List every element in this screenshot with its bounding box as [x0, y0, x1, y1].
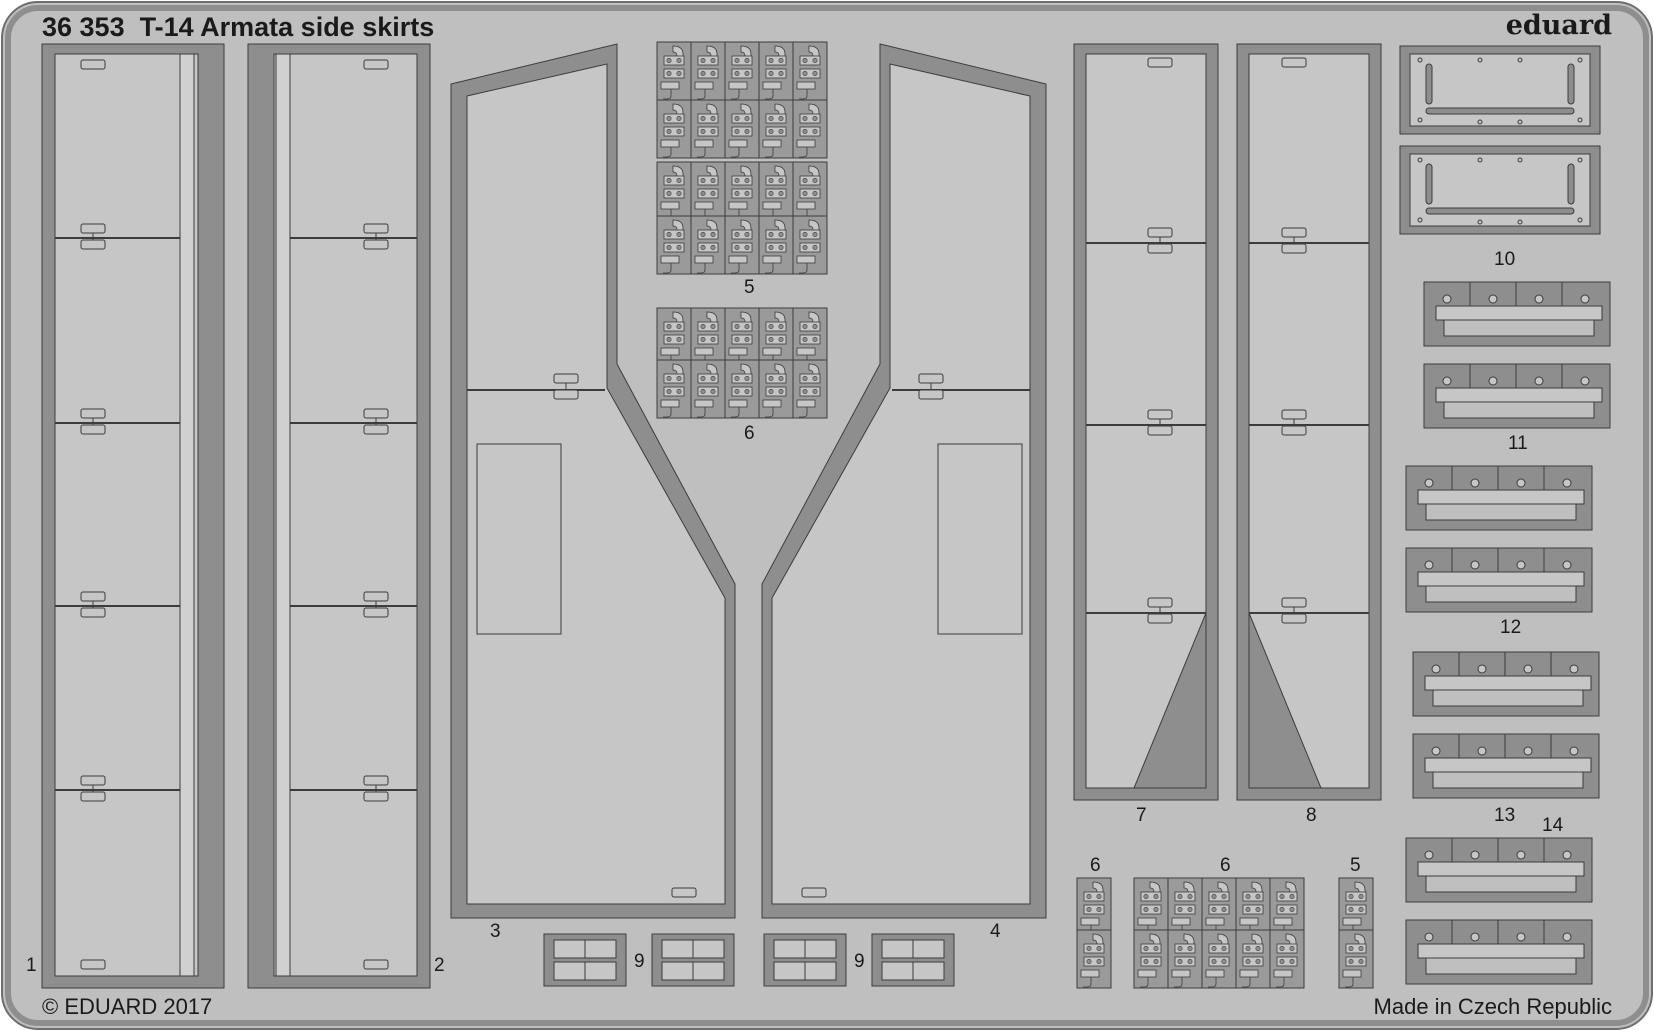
part-label-10: 10 [1494, 249, 1516, 270]
part-label-9-left: 9 [634, 951, 645, 972]
part-label-2: 2 [434, 955, 445, 976]
set-code: 36 353 [42, 12, 125, 42]
part-label-13: 13 [1494, 805, 1516, 826]
part-8-skirt [1236, 43, 1382, 801]
part-6-small-hinges [1076, 877, 1112, 989]
part-label-8: 8 [1306, 805, 1317, 826]
part-label-3: 3 [490, 921, 501, 942]
part-label-7: 7 [1136, 805, 1147, 826]
part-label-11: 11 [1508, 433, 1528, 454]
part-1-skirt [41, 43, 225, 989]
part-5-small-hinges [1338, 877, 1374, 989]
part-label-14: 14 [1542, 815, 1564, 836]
part-6-hinges [656, 307, 828, 419]
part-3-skirt [450, 43, 736, 919]
part-label-5-small: 5 [1350, 855, 1361, 876]
part-label-6-mid: 6 [1220, 855, 1231, 876]
part-label-6-top: 6 [744, 423, 755, 444]
part-2-skirt [247, 43, 431, 989]
part-label-6-small: 6 [1090, 855, 1101, 876]
part-7-skirt [1073, 43, 1219, 801]
part-label-1: 1 [26, 955, 37, 976]
copyright-text: © EDUARD 2017 [42, 994, 213, 1019]
part-5-hinges [656, 41, 828, 275]
part-label-5-top: 5 [744, 277, 755, 298]
sheet-title: 36 353 T-14 Armata side skirts [42, 12, 434, 43]
part-4-skirt [761, 43, 1047, 919]
brand-logo: eduard [1505, 10, 1612, 41]
set-title: T-14 Armata side skirts [139, 12, 435, 42]
part-label-4: 4 [990, 921, 1001, 942]
part-6-mid-hinges [1133, 877, 1305, 989]
origin-text: Made in Czech Republic [1373, 994, 1612, 1019]
part-label-9-right: 9 [854, 951, 865, 972]
part-label-12: 12 [1500, 617, 1522, 638]
